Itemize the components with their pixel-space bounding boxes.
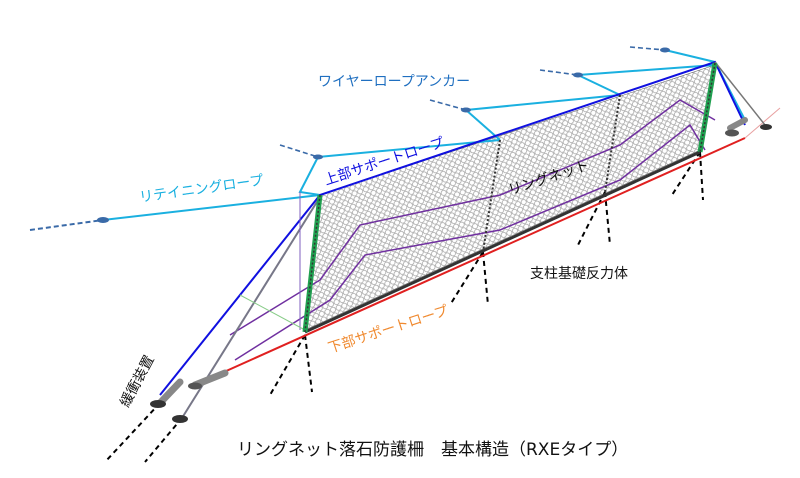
label-retaining-rope: リテイニングロープ xyxy=(138,173,264,206)
shock-absorbers xyxy=(150,117,772,423)
foundation-lines xyxy=(104,151,704,463)
end-stay-rope xyxy=(714,61,766,126)
purple-ropes xyxy=(229,99,716,361)
label-wire-rope-anchor: ワイヤーロープアンカー xyxy=(318,74,470,90)
label-post-foundation: 支柱基礎反力体 xyxy=(530,265,628,282)
diagram-title: リングネット落石防護柵 基本構造（RXEタイプ） xyxy=(237,440,628,460)
lower-support-rope xyxy=(194,137,746,386)
net-bottom-edge xyxy=(304,150,701,334)
label-shock-absorber: 緩衝装置 xyxy=(117,353,157,410)
posts xyxy=(302,62,718,333)
retaining-rope xyxy=(29,194,321,231)
